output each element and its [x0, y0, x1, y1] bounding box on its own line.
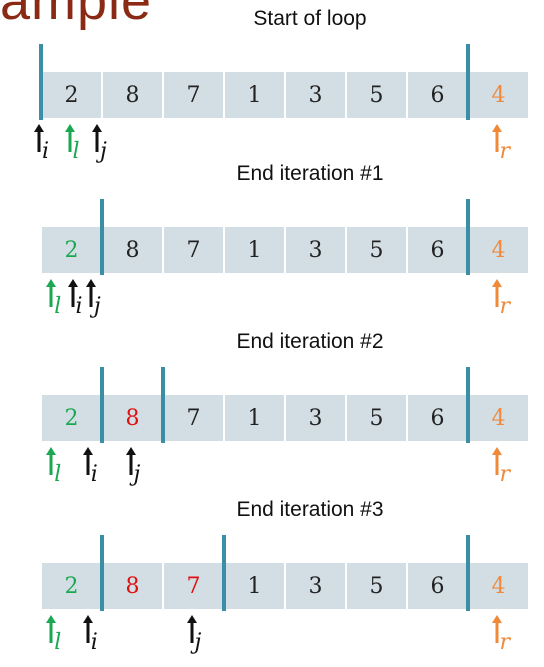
array-cell: 6 — [408, 395, 467, 441]
partition-divider — [100, 199, 104, 275]
partition-divider — [466, 44, 470, 120]
array-cell: 4 — [469, 563, 528, 609]
array-cell: 1 — [225, 395, 284, 441]
pointer-i: i — [82, 615, 110, 655]
array-cell: 2 — [42, 72, 101, 118]
up-arrow-icon — [186, 615, 197, 643]
up-arrow-icon — [46, 615, 57, 643]
pointer-l: l — [64, 124, 92, 164]
pointer-j: j — [91, 124, 119, 164]
pointer-j: j — [85, 279, 113, 319]
pointer-label: j — [133, 462, 141, 487]
array-cell: 8 — [103, 227, 162, 273]
pointer-label: l — [54, 630, 62, 655]
pointer-label: l — [54, 294, 62, 319]
pointer-r: r — [491, 279, 519, 319]
pointer-i: i — [67, 279, 95, 319]
array-cell: 6 — [408, 227, 467, 273]
partition-divider — [161, 367, 165, 443]
partition-divider — [466, 535, 470, 611]
array-cell: 3 — [286, 72, 345, 118]
up-arrow-icon — [46, 447, 57, 475]
pointer-i: i — [82, 447, 110, 487]
partition-divider — [100, 535, 104, 611]
array-cell: 5 — [347, 227, 406, 273]
array-cell: 3 — [286, 227, 345, 273]
pointer-label: i — [42, 139, 50, 164]
pointer-label: l — [72, 139, 80, 164]
array-cell: 2 — [42, 395, 101, 441]
pointer-label: i — [90, 462, 98, 487]
partition-divider — [39, 44, 43, 120]
up-arrow-icon — [491, 447, 502, 475]
array-cell: 8 — [103, 395, 162, 441]
pointer-label: r — [499, 462, 511, 487]
array-cell: 3 — [286, 563, 345, 609]
array-cell: 7 — [164, 72, 223, 118]
up-arrow-icon — [46, 279, 57, 307]
array-cell: 6 — [408, 563, 467, 609]
array-cell: 7 — [164, 563, 223, 609]
pointer-i: i — [33, 124, 61, 164]
pointer-label: j — [93, 294, 101, 319]
partition-divider — [100, 367, 104, 443]
up-arrow-icon — [85, 279, 96, 307]
pointer-label: j — [99, 139, 107, 164]
pointer-r: r — [491, 615, 519, 655]
array-cell: 7 — [164, 227, 223, 273]
up-arrow-icon — [67, 279, 78, 307]
array-cell: 8 — [103, 563, 162, 609]
pointer-label: j — [194, 630, 202, 655]
panel-title: End iteration #2 — [236, 330, 384, 353]
up-arrow-icon — [91, 124, 102, 152]
slide-heading-partial: ample — [0, 0, 153, 31]
pointer-label: l — [54, 462, 62, 487]
up-arrow-icon — [82, 615, 93, 643]
array-cell: 1 — [225, 227, 284, 273]
array-cell: 7 — [164, 395, 223, 441]
array-cell: 5 — [347, 72, 406, 118]
pointer-l: l — [45, 279, 73, 319]
array-cell: 5 — [347, 563, 406, 609]
up-arrow-icon — [125, 447, 136, 475]
pointer-label: r — [499, 294, 511, 319]
array-cell: 3 — [286, 395, 345, 441]
pointer-label: r — [499, 630, 511, 655]
array-cell: 1 — [225, 563, 284, 609]
pointer-label: i — [75, 294, 83, 319]
pointer-j: j — [125, 447, 153, 487]
up-arrow-icon — [82, 447, 93, 475]
array-cell: 4 — [469, 72, 528, 118]
up-arrow-icon — [491, 124, 502, 152]
pointer-r: r — [491, 124, 519, 164]
panel-title: Start of loop — [253, 7, 367, 30]
pointer-label: i — [90, 630, 98, 655]
array-cell: 1 — [225, 72, 284, 118]
partition-divider — [466, 367, 470, 443]
pointer-l: l — [45, 615, 73, 655]
array-cell: 8 — [103, 72, 162, 118]
array-cell: 4 — [469, 227, 528, 273]
up-arrow-icon — [491, 279, 502, 307]
pointer-l: l — [45, 447, 73, 487]
panel-title: End iteration #3 — [236, 498, 384, 521]
array-cell: 4 — [469, 395, 528, 441]
pointer-r: r — [491, 447, 519, 487]
up-arrow-icon — [491, 615, 502, 643]
up-arrow-icon — [34, 124, 44, 152]
array-cell: 2 — [42, 227, 101, 273]
up-arrow-icon — [64, 124, 75, 152]
partition-divider — [466, 199, 470, 275]
array-cell: 2 — [42, 563, 101, 609]
array-cell: 5 — [347, 395, 406, 441]
panel-title: End iteration #1 — [236, 162, 384, 185]
pointer-label: r — [499, 139, 511, 164]
pointer-j: j — [186, 615, 214, 655]
partition-divider — [222, 535, 226, 611]
array-cell: 6 — [408, 72, 467, 118]
